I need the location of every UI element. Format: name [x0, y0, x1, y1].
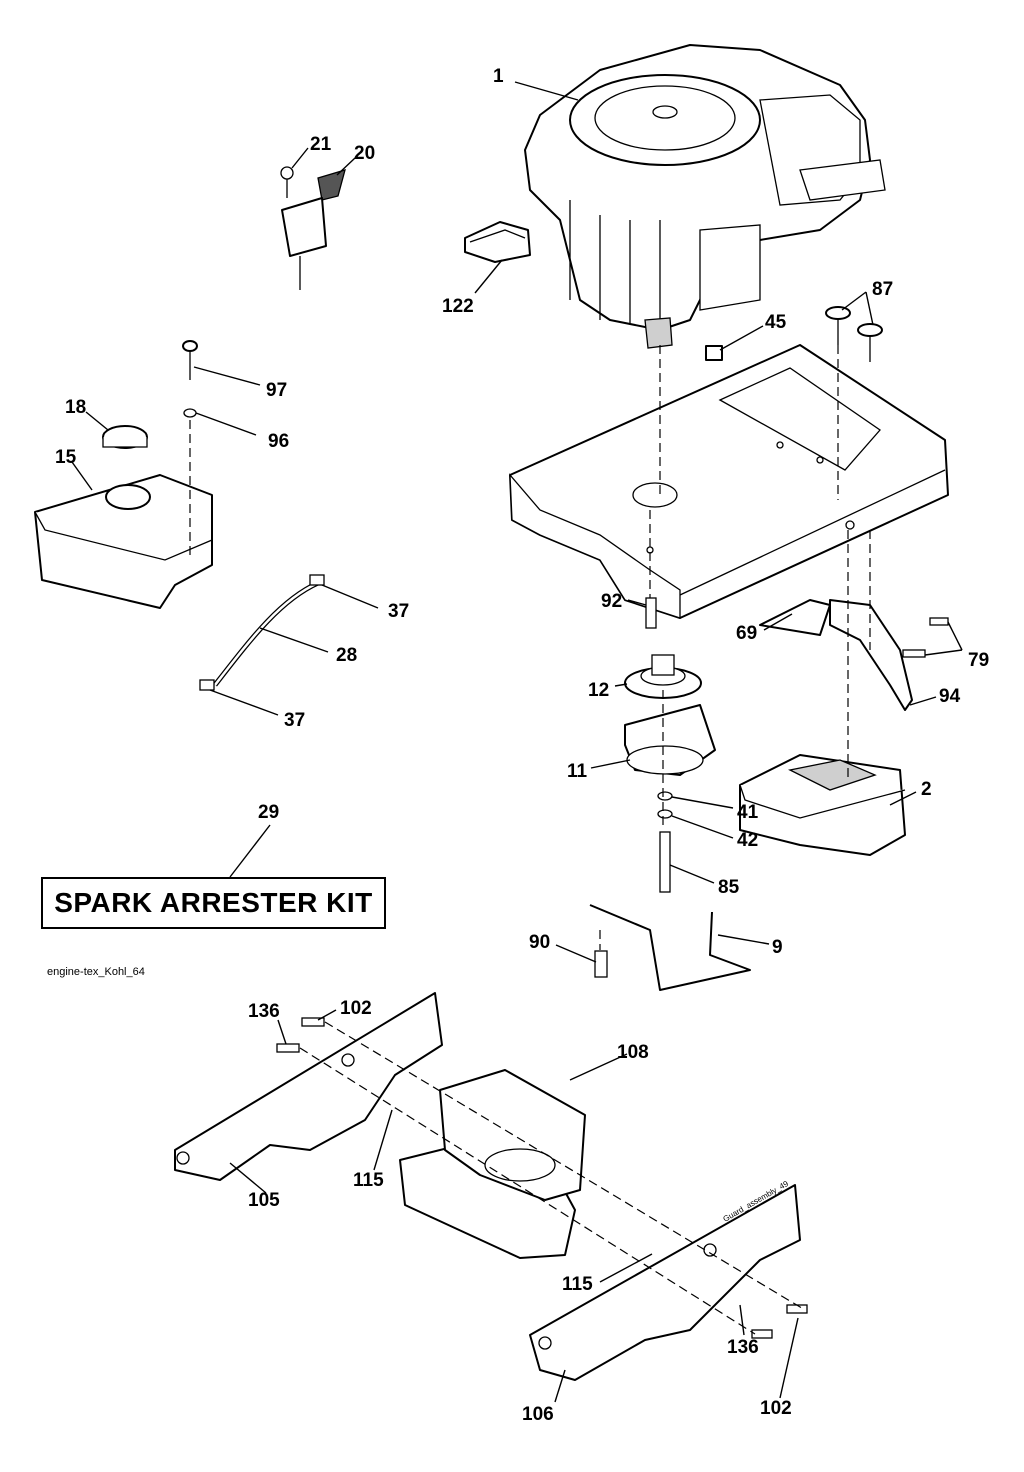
callout-2: 2: [921, 779, 932, 800]
callout-97: 97: [266, 380, 287, 401]
air-baffle: [464, 221, 531, 263]
callout-90: 90: [529, 932, 550, 953]
nut: [705, 345, 723, 361]
callout-94: 94: [939, 686, 961, 707]
callout-108: 108: [617, 1042, 649, 1063]
diagram-code-label: engine-tex_Kohl_64: [47, 966, 145, 978]
callout-92: 92: [601, 591, 622, 612]
throttle-control: [280, 166, 346, 290]
muffler: [739, 599, 913, 856]
callout-18: 18: [65, 397, 86, 418]
callout-11: 11: [567, 761, 588, 782]
muffler-rod: [589, 904, 751, 991]
pto-clutch: [624, 597, 716, 893]
callout-45: 45: [765, 312, 787, 333]
muffler-screws: [902, 617, 949, 658]
callout-106: 106: [522, 1404, 554, 1425]
callout-28: 28: [336, 645, 357, 666]
callout-29: 29: [258, 802, 279, 823]
callout-122: 122: [442, 296, 474, 317]
callout-87: 87: [872, 279, 893, 300]
callout-1: 1: [493, 66, 504, 87]
frame-plate: [509, 344, 949, 619]
callout-15: 15: [55, 447, 77, 468]
callout-102-right: 102: [760, 1398, 792, 1419]
callout-20: 20: [354, 143, 375, 164]
mounting-bolts: [825, 306, 883, 362]
callout-115-right: 115: [562, 1274, 593, 1295]
callout-12: 12: [588, 680, 609, 701]
callout-9: 9: [772, 937, 783, 958]
engine: [524, 44, 886, 349]
callout-105: 105: [248, 1190, 280, 1211]
callout-115-left: 115: [353, 1170, 384, 1191]
callout-69: 69: [736, 623, 757, 644]
callout-21: 21: [310, 134, 332, 155]
leader-lines: [71, 81, 963, 1403]
callout-37-top: 37: [388, 601, 409, 622]
callout-85: 85: [718, 877, 740, 898]
guard-assembly: [174, 992, 808, 1381]
alignment-lines: [189, 345, 871, 1335]
callout-102-left: 102: [340, 998, 372, 1019]
callout-37-bottom: 37: [284, 710, 305, 731]
fuel-tank: [34, 340, 213, 609]
callout-41: 41: [737, 802, 759, 823]
fuel-line: [199, 574, 325, 691]
callout-numbers: 1 21 20 122 87 45 97 18 96 15 37 28 37 9…: [55, 66, 989, 1425]
callout-136-right: 136: [727, 1337, 759, 1358]
spark-arrester-kit-box: SPARK ARRESTER KIT: [41, 877, 386, 929]
callout-96: 96: [268, 431, 289, 452]
callout-42: 42: [737, 830, 758, 851]
callout-136-left: 136: [248, 1001, 280, 1022]
callout-79: 79: [968, 650, 989, 671]
